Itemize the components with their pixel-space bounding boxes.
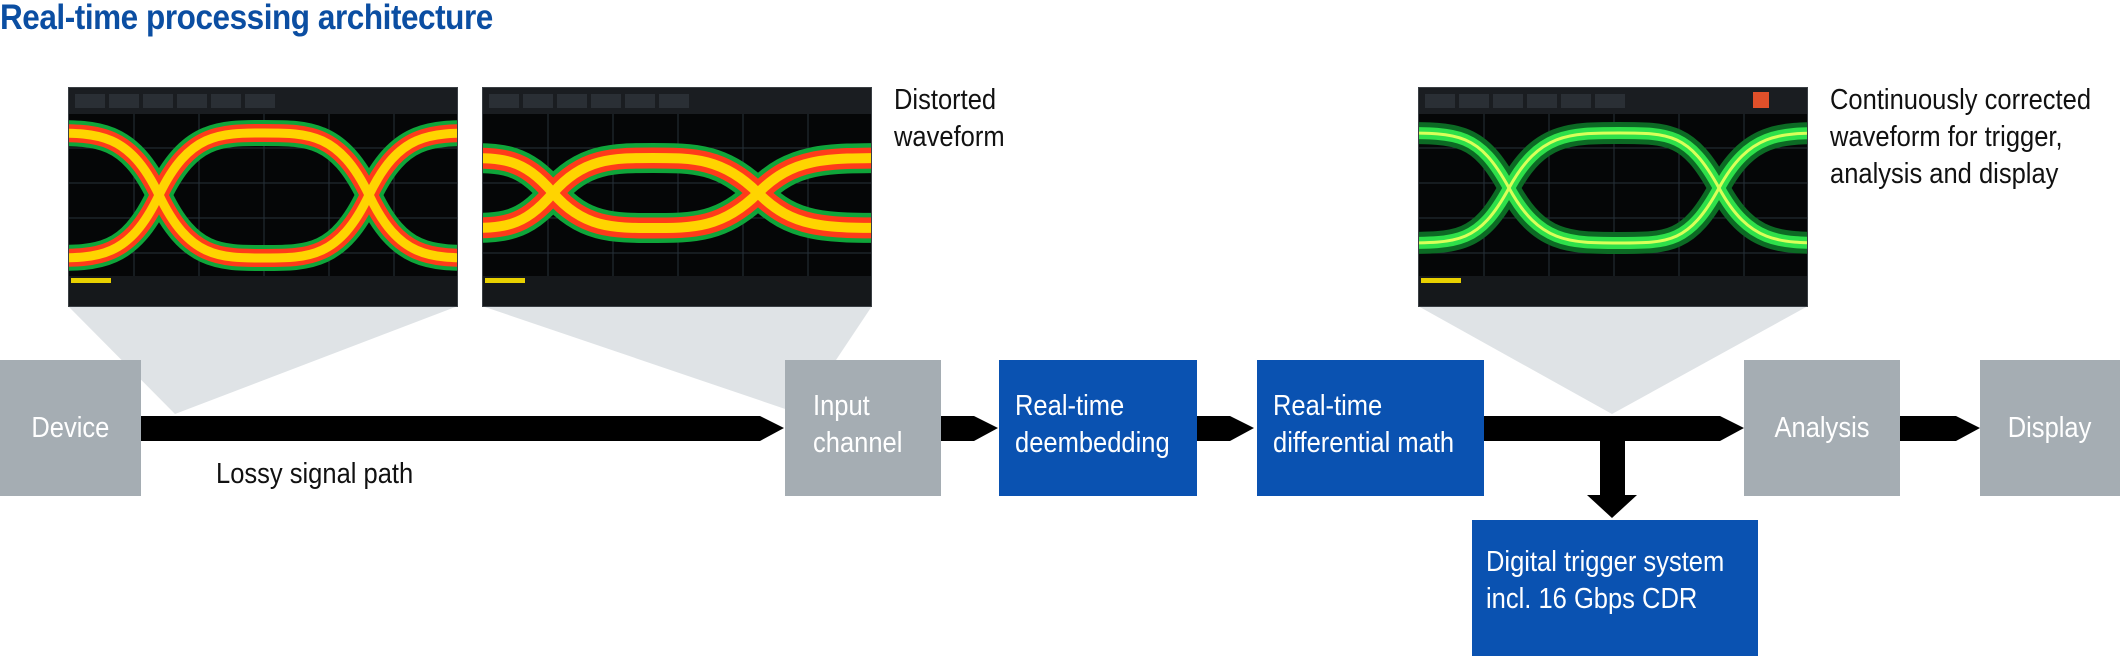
arrow-deembedding-to-math	[1197, 416, 1254, 441]
page-title: Real-time processing architecture	[0, 0, 493, 37]
label-corrected-waveform: Continuously corrected waveform for trig…	[1830, 82, 2091, 193]
arrow-analysis-to-display	[1900, 416, 1980, 441]
block-label: Display	[2008, 411, 2092, 444]
block-label: Real-time	[1273, 390, 1383, 422]
block-device: Device	[0, 360, 141, 496]
block-real-time-deembedding: Real-time deembedding	[999, 360, 1197, 496]
arrow-lossy-signal-path	[141, 416, 784, 441]
arrow-branch-to-trigger	[1587, 440, 1637, 518]
block-label: incl. 16 Gbps CDR	[1486, 583, 1698, 615]
label-line: waveform for trigger,	[1830, 121, 2063, 153]
block-display: Display	[1980, 360, 2120, 496]
block-label: channel	[813, 427, 903, 459]
scope-screenshot-corrected	[1418, 87, 1808, 307]
callout-wedge-device	[68, 306, 458, 414]
eye-diagram-distorted	[483, 88, 871, 306]
block-label: Analysis	[1774, 411, 1870, 444]
arrow-math-to-analysis	[1484, 416, 1744, 441]
label-line: Distorted	[894, 84, 997, 116]
block-input-channel: Input channel	[785, 360, 941, 496]
block-digital-trigger-system: Digital trigger system incl. 16 Gbps CDR	[1472, 520, 1758, 656]
block-label: Input	[813, 390, 870, 422]
block-label: differential math	[1273, 427, 1455, 459]
callout-wedge-input-channel	[482, 306, 872, 414]
label-line: Continuously corrected	[1830, 84, 2092, 116]
block-label: deembedding	[1015, 427, 1170, 459]
callout-wedge-corrected	[1418, 306, 1808, 414]
eye-diagram-raw	[69, 88, 457, 306]
label-lossy-signal-path: Lossy signal path	[216, 458, 414, 490]
block-label: Digital trigger system	[1486, 546, 1725, 578]
block-label: Real-time	[1015, 390, 1125, 422]
label-line: waveform	[894, 121, 1005, 153]
label-line: analysis and display	[1830, 158, 2059, 190]
block-label: Device	[31, 411, 110, 444]
scope-screenshot-distorted	[482, 87, 872, 307]
block-real-time-differential-math: Real-time differential math	[1257, 360, 1484, 496]
arrow-input-to-deembedding	[941, 416, 998, 441]
label-distorted-waveform: Distorted waveform	[894, 82, 1005, 156]
scope-screenshot-raw	[68, 87, 458, 307]
block-analysis: Analysis	[1744, 360, 1900, 496]
eye-diagram-corrected	[1419, 88, 1807, 306]
